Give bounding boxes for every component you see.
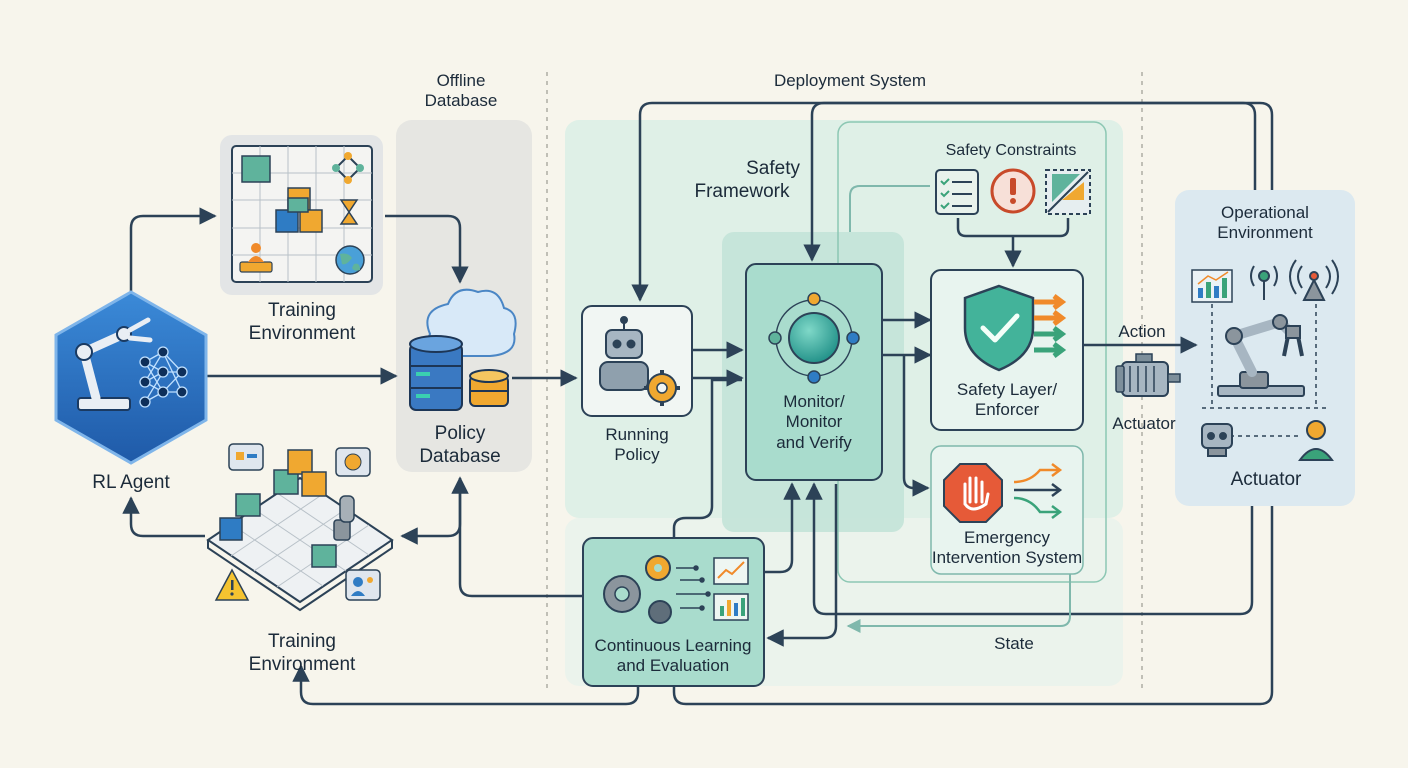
- training-environment-top-line1: Training: [268, 300, 336, 321]
- operational-icons: [1191, 259, 1339, 461]
- deployment-system-label: Deployment System: [773, 71, 927, 90]
- boundary-icon: [1045, 169, 1091, 215]
- output-arrows: [1034, 294, 1067, 358]
- policy-database-label-line2: Database: [419, 445, 501, 467]
- offline-database-label: Offline Database: [405, 71, 517, 112]
- safety-layer-node[interactable]: [930, 269, 1084, 431]
- safety-layer-label-line1: Safety Layer/: [956, 380, 1058, 399]
- emergency-label-line2: Intervention System: [931, 548, 1083, 568]
- cube-cluster-icon: [275, 187, 323, 233]
- signal-icon: [1250, 265, 1278, 300]
- robot-icon: [599, 316, 649, 391]
- training-environment-top-line2: Environment: [248, 322, 356, 344]
- monitor-label: Monitor/ Monitor and Verify: [746, 392, 882, 453]
- emergency-node[interactable]: [930, 445, 1084, 575]
- chart-icons: [713, 557, 749, 621]
- safety-framework-label-line1: Safety: [746, 158, 800, 179]
- globe-chat-icon: [335, 447, 371, 477]
- actuator-right-label: Actuator: [1230, 469, 1302, 490]
- shield-icon: [963, 284, 1035, 372]
- operational-environment-label-line2: Environment: [1217, 223, 1313, 243]
- safety-layer-label-line2: Enforcer: [974, 400, 1040, 420]
- actuator-left-label: Actuator: [1112, 414, 1176, 433]
- monitor-label-line2: Monitor: [785, 412, 843, 432]
- robot-arm-icon: [75, 317, 153, 411]
- action-label: Action: [1118, 322, 1166, 341]
- continuous-learning-label: Continuous Learning and Evaluation: [578, 636, 768, 677]
- data-flow-lines: [676, 565, 711, 611]
- safety-layer-label: Safety Layer/ Enforcer: [931, 380, 1083, 421]
- running-policy-node[interactable]: [581, 305, 693, 417]
- alert-icon: [990, 168, 1036, 214]
- person-icon: [239, 243, 273, 273]
- training-grid-top: [220, 135, 383, 295]
- chat-bubble-icon: [228, 443, 264, 471]
- training-environment-top-label: Training Environment: [222, 300, 382, 346]
- connectors: [122, 101, 1274, 706]
- branch-arrows: [1013, 463, 1063, 519]
- gears-icon: [603, 555, 672, 624]
- robot-arm-icon: [1217, 314, 1305, 397]
- hourglass-icon: [339, 199, 359, 225]
- state-label: State: [994, 634, 1034, 653]
- rl-agent-label: RL Agent: [92, 472, 170, 493]
- offline-database-label-line1: Offline: [436, 71, 486, 90]
- training-iso-bottom: [206, 443, 394, 612]
- training-environment-bottom-label: Training Environment: [222, 631, 382, 677]
- checklist-icon: [935, 169, 979, 215]
- training-environment-bottom-line2: Environment: [248, 653, 356, 675]
- monitor-node[interactable]: [745, 263, 883, 481]
- antenna-icon: [1289, 259, 1339, 301]
- running-policy-label: Running Policy: [567, 425, 707, 466]
- warning-icon: [214, 568, 250, 601]
- policy-database-label: Policy Database: [390, 423, 530, 469]
- monitor-label-line3: and Verify: [776, 432, 852, 452]
- running-policy-label-line1: Running: [605, 425, 669, 444]
- monitor-label-line1: Monitor/: [783, 392, 845, 411]
- stop-hand-icon: [943, 463, 1003, 523]
- policy-database-icon[interactable]: [409, 288, 517, 411]
- safety-framework-label-line2: Framework: [694, 180, 790, 202]
- network-node-icon: [332, 152, 364, 184]
- operational-environment-label: Operational Environment: [1185, 203, 1345, 244]
- motor-icon: [1115, 353, 1181, 397]
- orbit-icon: [768, 292, 860, 384]
- offline-database-label-line2: Database: [424, 91, 498, 111]
- gear-icon: [644, 370, 680, 406]
- neural-net-icon: [139, 346, 188, 408]
- continuous-learning-label-line1: Continuous Learning: [594, 636, 752, 655]
- emergency-label-line1: Emergency: [964, 528, 1050, 547]
- continuous-learning-node[interactable]: [582, 537, 765, 687]
- training-environment-bottom-line1: Training: [268, 631, 336, 652]
- user-chat-icon: [345, 569, 381, 601]
- policy-database-label-line1: Policy: [434, 423, 486, 444]
- robot-figure-icon: [333, 495, 355, 541]
- continuous-learning-label-line2: and Evaluation: [616, 656, 730, 676]
- operational-environment-label-line1: Operational: [1221, 203, 1309, 222]
- running-policy-label-line2: Policy: [614, 445, 660, 465]
- safety-framework-label: Safety Framework: [672, 158, 812, 204]
- chart-icon: [1191, 269, 1233, 303]
- user-icon: [1298, 420, 1334, 461]
- emergency-label: Emergency Intervention System: [906, 528, 1108, 569]
- safety-constraints-label: Safety Constraints: [945, 142, 1077, 159]
- rl-agent-node[interactable]: [54, 290, 208, 465]
- light-connectors: [846, 185, 1071, 633]
- robot-head-icon: [1201, 423, 1233, 457]
